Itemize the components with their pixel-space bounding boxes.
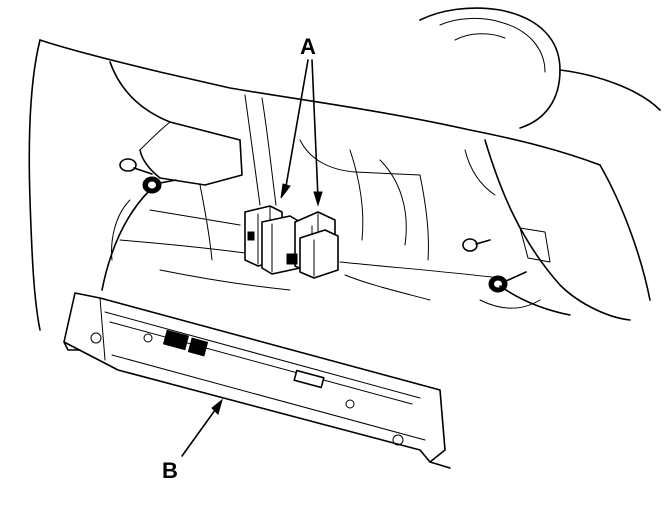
bolt-right xyxy=(488,271,527,293)
bolt-right-upper xyxy=(462,238,491,252)
underdash-structure xyxy=(111,94,541,309)
lower-bracket xyxy=(63,292,451,469)
callout-a: A xyxy=(280,34,323,207)
bolts xyxy=(119,158,527,293)
callout-b-label: B xyxy=(162,458,178,483)
dashboard-panel xyxy=(28,7,661,331)
callout-b: B xyxy=(162,398,223,483)
wire-harness xyxy=(101,189,571,316)
callout-a-label: A xyxy=(300,34,316,59)
bolt-left xyxy=(142,176,177,194)
bolt-upper-left xyxy=(119,158,153,175)
relay-connectors xyxy=(244,205,339,279)
